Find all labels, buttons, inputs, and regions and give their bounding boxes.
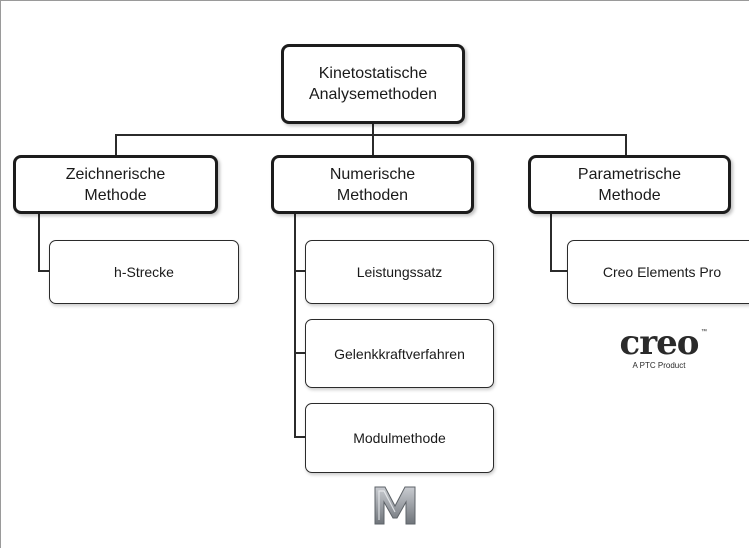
node-h-strecke: h-Strecke — [49, 240, 239, 304]
connector-modulmethode — [294, 436, 306, 438]
node-zeichnerische-line1: Zeichnerische — [65, 165, 166, 183]
node-leistungssatz-label: Leistungssatz — [356, 264, 443, 280]
node-root-line2: Analysemethoden — [308, 86, 438, 103]
connector-horizontal-bus — [115, 134, 627, 136]
node-root-line1: Kinetostatische — [318, 65, 428, 82]
node-zeichnerische-line2: Methode — [84, 186, 147, 204]
node-h-strecke-label: h-Strecke — [114, 264, 174, 280]
connector-gelenkkraftverfahren — [294, 352, 306, 354]
node-parametrische-line1: Parametrische — [577, 165, 682, 183]
connector-root-down — [372, 123, 374, 136]
node-creo-elements-pro-label: Creo Elements Pro — [602, 264, 722, 280]
node-numerische-methoden: Numerische Methoden — [271, 155, 474, 214]
node-creo-elements-pro: Creo Elements Pro — [567, 240, 749, 304]
m-logo — [374, 486, 416, 525]
connector-to-parametrische — [625, 134, 627, 156]
node-leistungssatz: Leistungssatz — [305, 240, 494, 304]
node-parametrische-line2: Methode — [598, 186, 661, 204]
node-numerische-line1: Numerische — [329, 165, 416, 183]
creo-logo-tagline: A PTC Product — [632, 361, 686, 370]
node-parametrische-methode: Parametrische Methode — [528, 155, 731, 214]
node-zeichnerische-methode: Zeichnerische Methode — [13, 155, 218, 214]
connector-creo-elements — [550, 270, 568, 272]
node-modulmethode-label: Modulmethode — [353, 430, 446, 446]
creo-logo: creo ™ A PTC Product — [614, 326, 714, 376]
node-numerische-line2: Methoden — [336, 186, 409, 204]
node-modulmethode: Modulmethode — [305, 403, 494, 473]
connector-numerische-vertical — [294, 213, 296, 438]
node-gelenkkraftverfahren: Gelenkkraftverfahren — [305, 319, 494, 388]
connector-parametrische-vertical — [550, 213, 552, 272]
connector-zeichnerische-vertical — [38, 213, 40, 272]
connector-leistungssatz — [294, 270, 306, 272]
node-gelenkkraftverfahren-label: Gelenkkraftverfahren — [334, 345, 465, 362]
node-root: Kinetostatische Analysemethoden — [281, 44, 465, 124]
creo-logo-trademark: ™ — [701, 329, 707, 335]
connector-to-numerische — [372, 134, 374, 156]
connector-to-zeichnerische — [115, 134, 117, 156]
connector-h-strecke — [38, 270, 50, 272]
creo-logo-wordmark: creo — [619, 323, 700, 363]
